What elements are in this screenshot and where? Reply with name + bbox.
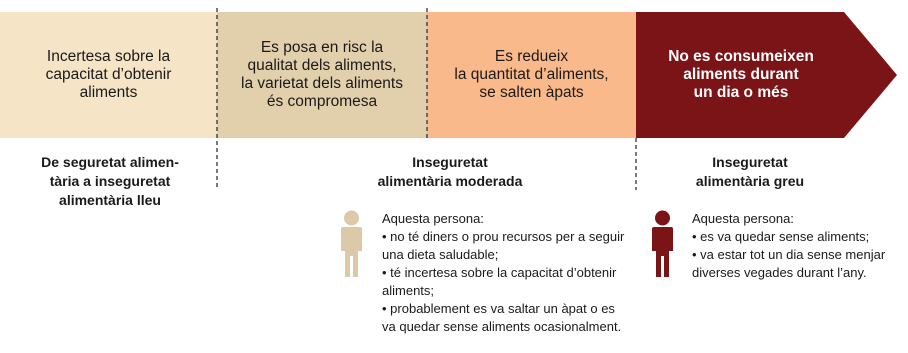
list-item: probablement es va saltar un àpat o es v… bbox=[382, 300, 627, 336]
band-1-text: Incertesa sobre la capacitat d’obtenir a… bbox=[45, 48, 172, 101]
severe-bullet-list: es va quedar sense aliments; va estar to… bbox=[692, 228, 904, 282]
band-4-text: No es consumeixen aliments durant un dia… bbox=[668, 48, 814, 101]
band-1-background bbox=[0, 12, 217, 138]
list-item: va estar tot un dia sense menjar diverse… bbox=[692, 246, 904, 282]
list-item: es va quedar sense aliments; bbox=[692, 228, 904, 246]
person-icon bbox=[652, 210, 673, 277]
band-3-text: Es redueix la quantitat d’aliments, se s… bbox=[454, 48, 609, 101]
list-item: no té diners o prou recursos per a segui… bbox=[382, 228, 627, 264]
band-4-arrow bbox=[636, 12, 897, 138]
moderate-category-label: Inseguretat alimentària moderada bbox=[377, 154, 523, 189]
moderate-intro: Aquesta persona: bbox=[382, 211, 484, 226]
band-2-text: Es posa en risc la qualitat dels aliment… bbox=[241, 39, 403, 110]
moderate-bullet-list: no té diners o prou recursos per a segui… bbox=[382, 228, 627, 336]
list-item: té incertesa sobre la capacitat d’obteni… bbox=[382, 264, 627, 300]
severe-intro: Aquesta persona: bbox=[692, 211, 794, 226]
band-2-background bbox=[217, 12, 427, 138]
mild-category-label: De seguretat alimen- tària a inseguretat… bbox=[41, 154, 179, 208]
severe-category-label: Inseguretat alimentària greu bbox=[695, 154, 805, 189]
band-3-background bbox=[427, 12, 636, 138]
person-icon bbox=[341, 210, 362, 277]
